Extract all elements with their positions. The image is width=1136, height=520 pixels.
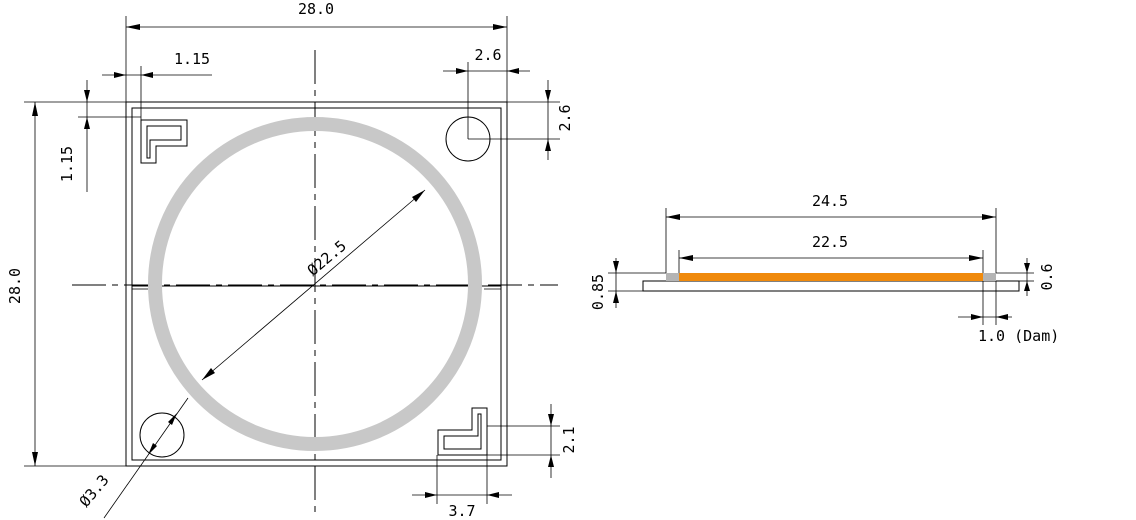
emitter-length-label: 22.5 <box>812 233 848 251</box>
mark-width-dimension: 3.7 <box>412 455 512 520</box>
polarity-mark-top-left <box>140 119 188 164</box>
overall-length-dimension: 24.5 <box>665 192 997 273</box>
height-dimension: 28.0 <box>6 101 126 467</box>
side-view: 24.5 22.5 0.85 0.6 <box>589 192 1059 345</box>
edge-offset-x-dimension: 1.15 <box>102 50 212 120</box>
mark-height-label: 2.1 <box>560 426 578 453</box>
substrate-inner-outline <box>131 107 502 461</box>
overall-length-label: 24.5 <box>812 192 848 210</box>
mark-height-dimension: 2.1 <box>487 404 578 478</box>
substrate-outline <box>125 101 508 467</box>
emitter-thickness-label: 0.6 <box>1038 263 1056 290</box>
substrate-thickness-label: 0.85 <box>589 274 607 310</box>
phosphor-layer <box>679 273 983 281</box>
substrate-thickness-dimension: 0.85 <box>589 258 666 310</box>
mark-width-label: 3.7 <box>448 502 475 520</box>
emitting-area-ring <box>148 117 482 451</box>
edge-offset-x-label: 1.15 <box>174 50 210 68</box>
width-dimension: 28.0 <box>125 0 508 102</box>
emitter-length-dimension: 22.5 <box>678 233 984 273</box>
hole-diameter-label: Ø3.3 <box>76 471 113 510</box>
hole-offset-x-dimension: 2.6 <box>443 46 530 139</box>
mounting-hole-bottom-left <box>139 412 185 458</box>
hole-offset-y-label: 2.6 <box>556 104 574 131</box>
polarity-mark-bottom-right <box>437 407 488 456</box>
dam-width-label: 1.0 (Dam) <box>978 327 1059 345</box>
width-label: 28.0 <box>298 0 334 18</box>
height-label: 28.0 <box>6 268 24 304</box>
edge-offset-y-dimension: 1.15 <box>58 80 141 192</box>
top-view: 28.0 28.0 1.15 1.15 <box>6 0 578 520</box>
dam-left <box>666 273 679 281</box>
hole-offset-x-label: 2.6 <box>474 46 501 64</box>
dam-right <box>983 273 996 281</box>
side-substrate <box>642 280 1020 292</box>
hole-offset-y-dimension: 2.6 <box>468 80 574 160</box>
dam-width-dimension: 1.0 (Dam) <box>958 281 1059 345</box>
edge-offset-y-label: 1.15 <box>58 146 76 182</box>
emitter-thickness-dimension: 0.6 <box>996 258 1056 296</box>
